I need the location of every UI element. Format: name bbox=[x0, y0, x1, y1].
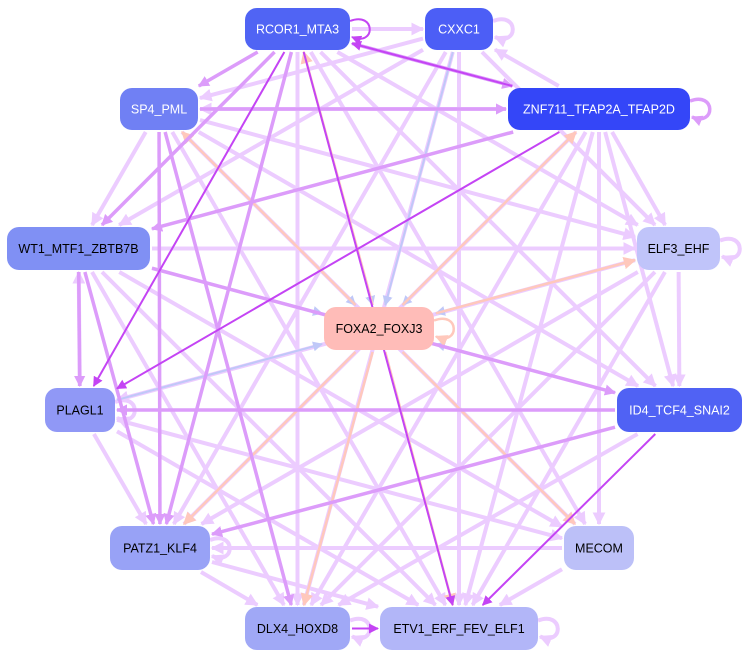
node-sp4-pml[interactable]: SP4_PML bbox=[120, 88, 198, 130]
node-dlx4-hoxd8[interactable]: DLX4_HOXD8 bbox=[245, 607, 350, 650]
edge-plagl1-to-foxa2_foxj3 bbox=[116, 341, 323, 401]
edge-etv1_erf_fev_elf1-to-etv1_erf_fev_elf1 bbox=[537, 616, 560, 647]
node-znf711-tfap2a-tfap2d[interactable]: ZNF711_TFAP2A_TFAP2D bbox=[508, 88, 690, 130]
node-label: ETV1_ERF_FEV_ELF1 bbox=[393, 622, 524, 636]
node-box bbox=[637, 227, 720, 270]
edge-patz1_klf4-to-patz1_klf4 bbox=[209, 536, 232, 567]
node-box bbox=[120, 88, 198, 130]
node-box bbox=[564, 526, 634, 570]
node-mecom[interactable]: MECOM bbox=[564, 526, 634, 570]
node-label: PLAGL1 bbox=[56, 404, 103, 418]
node-box bbox=[110, 526, 210, 570]
edge-sp4_pml-to-patz1_klf4 bbox=[154, 131, 166, 526]
edge-elf3_ehf-to-elf3_ehf bbox=[719, 236, 742, 267]
edge-elf3_ehf-to-patz1_klf4 bbox=[200, 270, 639, 526]
edge-cxxc1-to-foxa2_foxj3 bbox=[382, 51, 454, 306]
edge-foxa2_foxj3-to-patz1_klf4 bbox=[183, 351, 357, 525]
edge-mecom-to-etv1_erf_fev_elf1 bbox=[498, 567, 563, 607]
node-foxa2-foxj3[interactable]: FOXA2_FOXJ3 bbox=[324, 307, 434, 350]
node-label: PATZ1_KLF4 bbox=[123, 542, 197, 556]
edge-id4_tcf4_snai2-to-etv1_erf_fev_elf1 bbox=[482, 433, 656, 606]
node-label: WT1_MTF1_ZBTB7B bbox=[18, 242, 138, 256]
edge-rcor1_mta3-to-mecom bbox=[309, 50, 587, 526]
edge-sp4_pml-to-elf3_ehf bbox=[199, 118, 637, 241]
node-box bbox=[508, 88, 690, 130]
node-label: FOXA2_FOXJ3 bbox=[336, 322, 423, 336]
edge-znf711_tfap2a_tfap2d-to-wt1_mtf1_zbtb7b bbox=[150, 130, 514, 232]
edge-rcor1_mta3-to-wt1_mtf1_zbtb7b bbox=[100, 50, 276, 227]
node-box bbox=[425, 8, 493, 50]
node-box bbox=[380, 607, 538, 650]
edge-cxxc1-to-cxxc1 bbox=[492, 17, 515, 48]
node-label: ID4_TCF4_SNAI2 bbox=[629, 404, 730, 418]
node-box bbox=[45, 388, 115, 432]
edge-patz1_klf4-to-etv1_erf_fev_elf1 bbox=[211, 560, 380, 610]
node-box bbox=[324, 307, 434, 350]
node-box bbox=[245, 607, 350, 650]
edge-id4_tcf4_snai2-to-patz1_klf4 bbox=[210, 425, 616, 538]
edge-znf711_tfap2a_tfap2d-to-znf711_tfap2a_tfap2d bbox=[689, 97, 712, 127]
node-cxxc1[interactable]: CXXC1 bbox=[425, 8, 493, 50]
edge-rcor1_mta3-to-sp4_pml bbox=[197, 50, 259, 88]
node-box bbox=[245, 8, 350, 50]
edge-foxa2_foxj3-to-foxa2_foxj3 bbox=[433, 317, 455, 347]
edge-rcor1_mta3-to-rcor1_mta3 bbox=[349, 18, 371, 46]
edge-znf711_tfap2a_tfap2d-to-plagl1 bbox=[116, 131, 560, 390]
node-label: MECOM bbox=[575, 542, 623, 556]
edge-znf711_tfap2a_tfap2d-to-elf3_ehf bbox=[610, 131, 667, 227]
edge-wt1_mtf1_zbtb7b-to-plagl1 bbox=[74, 271, 86, 388]
node-id4-tcf4-snai2[interactable]: ID4_TCF4_SNAI2 bbox=[617, 388, 742, 432]
edge-wt1_mtf1_zbtb7b-to-patz1_klf4 bbox=[83, 271, 157, 526]
node-elf3-ehf[interactable]: ELF3_EHF bbox=[637, 227, 720, 270]
node-box bbox=[617, 388, 742, 432]
node-rcor1-mta3[interactable]: RCOR1_MTA3 bbox=[245, 8, 350, 50]
edge-foxa2_foxj3-to-mecom bbox=[401, 351, 576, 525]
edge-plagl1-to-patz1_klf4 bbox=[92, 432, 148, 526]
node-etv1-erf-fev-elf1[interactable]: ETV1_ERF_FEV_ELF1 bbox=[380, 607, 538, 650]
node-patz1-klf4[interactable]: PATZ1_KLF4 bbox=[110, 526, 210, 570]
node-plagl1[interactable]: PLAGL1 bbox=[45, 388, 115, 432]
edge-patz1_klf4-to-dlx4_hoxd8 bbox=[199, 570, 259, 607]
edge-elf3_ehf-to-id4_tcf4_snai2 bbox=[672, 271, 686, 388]
edge-znf711_tfap2a_tfap2d-to-rcor1_mta3 bbox=[351, 40, 513, 87]
edge-znf711_tfap2a_tfap2d-to-cxxc1 bbox=[493, 47, 560, 88]
edge-foxa2_foxj3-to-elf3_ehf bbox=[435, 256, 637, 315]
edge-sp4_pml-to-wt1_mtf1_zbtb7b bbox=[90, 131, 148, 227]
node-label: CXXC1 bbox=[438, 23, 480, 37]
node-wt1-mtf1-zbtb7b[interactable]: WT1_MTF1_ZBTB7B bbox=[7, 227, 150, 270]
node-label: RCOR1_MTA3 bbox=[256, 23, 339, 37]
edge-sp4_pml-to-id4_tcf4_snai2 bbox=[197, 130, 640, 388]
node-label: SP4_PML bbox=[131, 103, 187, 117]
edge-wt1_mtf1_zbtb7b-to-mecom bbox=[118, 270, 564, 529]
edge-rcor1_mta3-to-plagl1 bbox=[92, 51, 286, 387]
edge-foxa2_foxj3-to-sp4_pml bbox=[181, 131, 357, 306]
node-box bbox=[7, 227, 150, 270]
edge-sp4_pml-to-dlx4_hoxd8 bbox=[163, 131, 295, 607]
node-label: DLX4_HOXD8 bbox=[257, 622, 338, 636]
edge-foxa2_foxj3-to-znf711_tfap2a_tfap2d bbox=[401, 131, 577, 306]
node-label: ZNF711_TFAP2A_TFAP2D bbox=[523, 103, 675, 117]
edge-foxa2_foxj3-to-dlx4_hoxd8 bbox=[300, 351, 374, 607]
node-label: ELF3_EHF bbox=[648, 242, 710, 256]
edge-plagl1-to-mecom bbox=[116, 417, 564, 542]
